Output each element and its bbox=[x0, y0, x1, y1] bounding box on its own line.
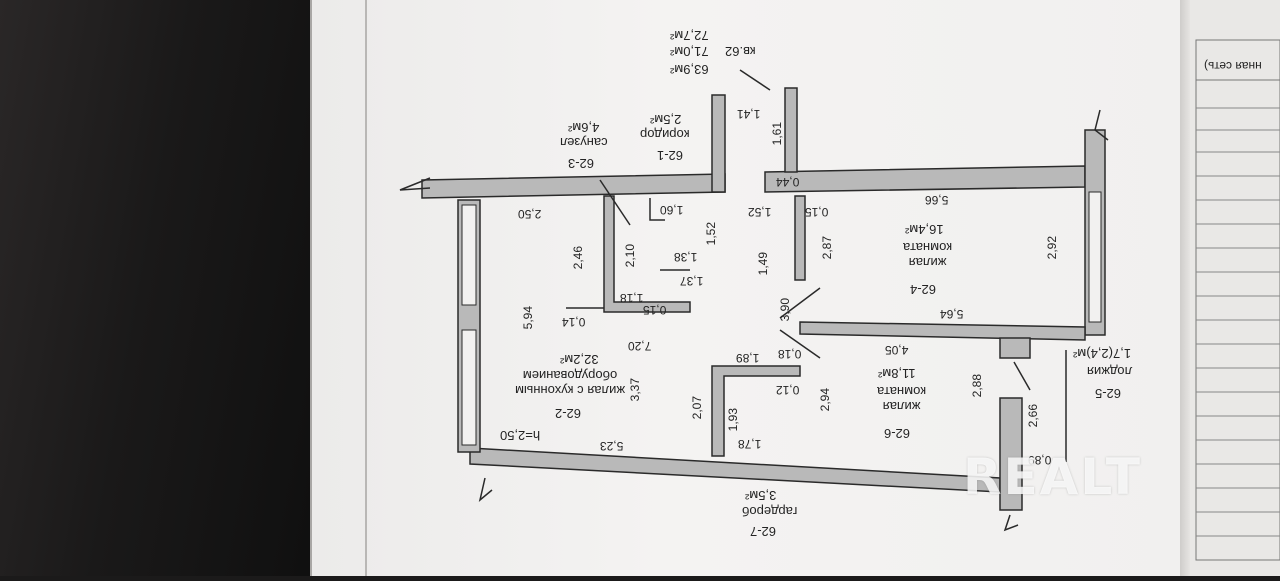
dim-152b: 1,52 bbox=[704, 222, 718, 246]
corridor-wall-right bbox=[784, 87, 798, 173]
adjacent-sheet: нная сеть) bbox=[1190, 0, 1280, 576]
loggia-area: 1,7(2,4)м² bbox=[1073, 346, 1132, 361]
wardrobe-id: 62-7 bbox=[750, 524, 777, 539]
dim-250: 2,50 bbox=[518, 207, 542, 221]
floor-plan-sheet bbox=[310, 0, 1192, 576]
dim-137: 1,37 bbox=[680, 274, 704, 288]
door-swing-2 bbox=[779, 329, 821, 359]
dim-390: 3,90 bbox=[778, 298, 792, 322]
dim-566: 5,66 bbox=[925, 193, 949, 207]
dim-193: 1,93 bbox=[726, 408, 740, 432]
dim-405: 4,05 bbox=[885, 343, 909, 357]
corridor-name: коридор bbox=[640, 127, 690, 142]
apartment-area-2: 71,0м² bbox=[670, 44, 709, 59]
adjacent-sheet-table bbox=[1195, 39, 1280, 561]
dim-141: 1,41 bbox=[737, 107, 761, 121]
break-bottom-left bbox=[478, 477, 493, 502]
room6-id: 62-6 bbox=[884, 426, 911, 441]
room6-name: жилая комната bbox=[877, 384, 927, 414]
dim-288: 2,88 bbox=[970, 374, 984, 398]
living-kitchen-name: жилая с кухонным оборудованием bbox=[515, 368, 626, 398]
dim-118: 1,18 bbox=[620, 291, 644, 305]
window-right bbox=[1088, 191, 1102, 323]
bathroom-wall bbox=[603, 195, 691, 313]
dim-149: 1,49 bbox=[756, 252, 770, 276]
wall-bottom-right bbox=[999, 397, 1023, 511]
corridor-id: 62-1 bbox=[657, 148, 684, 163]
room4-name: жилая комната bbox=[903, 240, 953, 270]
wardrobe-wall bbox=[711, 365, 801, 457]
dim-207: 2,07 bbox=[690, 396, 704, 420]
dim-014: 0,14 bbox=[562, 315, 586, 329]
wall-room4-room6 bbox=[799, 321, 1086, 341]
sheet-border-line bbox=[365, 0, 367, 576]
wall-top-left bbox=[421, 173, 726, 199]
loggia-id: 62-5 bbox=[1095, 386, 1122, 401]
dim-594: 5,94 bbox=[521, 306, 535, 330]
window-left-2 bbox=[461, 329, 477, 446]
bathroom-name: санузел bbox=[560, 135, 608, 150]
living-kitchen-id: 62-2 bbox=[555, 406, 582, 421]
dim-246: 2,46 bbox=[571, 246, 585, 270]
room4-area: 16,4м² bbox=[905, 222, 944, 237]
bathroom-area: 4,6м² bbox=[568, 120, 600, 135]
door-swing-1 bbox=[779, 287, 821, 319]
dim-210: 2,10 bbox=[623, 244, 637, 268]
dim-266: 2,66 bbox=[1026, 404, 1040, 428]
corridor-door-line bbox=[739, 69, 771, 91]
dim-178: 1,78 bbox=[738, 437, 762, 451]
dim-720: 7,20 bbox=[628, 339, 652, 353]
dim-160: 1,60 bbox=[660, 203, 684, 217]
dim-294: 2,94 bbox=[818, 388, 832, 412]
loggia-wall bbox=[999, 337, 1031, 359]
loggia-door bbox=[1013, 361, 1031, 391]
living-kitchen-area: 32,2м² bbox=[560, 352, 599, 367]
dim-012: 0,12 bbox=[776, 383, 800, 397]
living-kitchen-height: h=2,50 bbox=[500, 428, 541, 443]
break-bottom-right bbox=[1003, 514, 1019, 532]
dim-015a: 0,15 bbox=[805, 205, 829, 219]
corridor-area: 2,5м² bbox=[650, 112, 682, 127]
corridor-stub bbox=[794, 195, 806, 281]
dim-292: 2,92 bbox=[1045, 236, 1059, 260]
dim-287: 2,87 bbox=[820, 236, 834, 260]
dim-564: 5,64 bbox=[940, 307, 964, 321]
wall-bottom bbox=[469, 447, 1001, 493]
bathroom-id: 62-3 bbox=[568, 156, 595, 171]
dim-189: 1,89 bbox=[736, 351, 760, 365]
wall-top-right bbox=[764, 165, 1086, 193]
table-surface bbox=[0, 0, 330, 576]
dim-015b: 0,15 bbox=[643, 303, 667, 317]
room6-area: 11,8м² bbox=[878, 366, 916, 381]
wardrobe-area: 3,5м² bbox=[745, 488, 777, 503]
apartment-area-3: 72,7м² bbox=[670, 28, 709, 43]
break-top-left bbox=[399, 177, 431, 191]
dim-138: 1,38 bbox=[674, 250, 698, 264]
dim-523: 5,23 bbox=[600, 439, 624, 453]
kitchen-bar bbox=[649, 198, 665, 221]
wardrobe-name: гардероб bbox=[742, 504, 798, 519]
corridor-wall-left bbox=[711, 94, 726, 193]
bathroom-door bbox=[599, 179, 631, 226]
dim-044: 0,44 bbox=[776, 175, 800, 189]
dim-152a: 1,52 bbox=[748, 205, 772, 219]
dim-161: 1,61 bbox=[770, 122, 784, 146]
dim-337: 3,37 bbox=[628, 378, 642, 402]
apartment-label: кв.62 bbox=[725, 44, 756, 59]
apartment-area-1: 63,9м² bbox=[670, 62, 709, 77]
break-top-right bbox=[1094, 109, 1109, 141]
dim-018: 0,18 bbox=[778, 347, 802, 361]
realt-watermark: REALT bbox=[963, 448, 1143, 506]
loggia-name: лоджия bbox=[1087, 364, 1133, 379]
window-left-1 bbox=[461, 204, 477, 306]
room4-id: 62-4 bbox=[910, 282, 937, 297]
sheet-fold bbox=[1180, 0, 1190, 576]
